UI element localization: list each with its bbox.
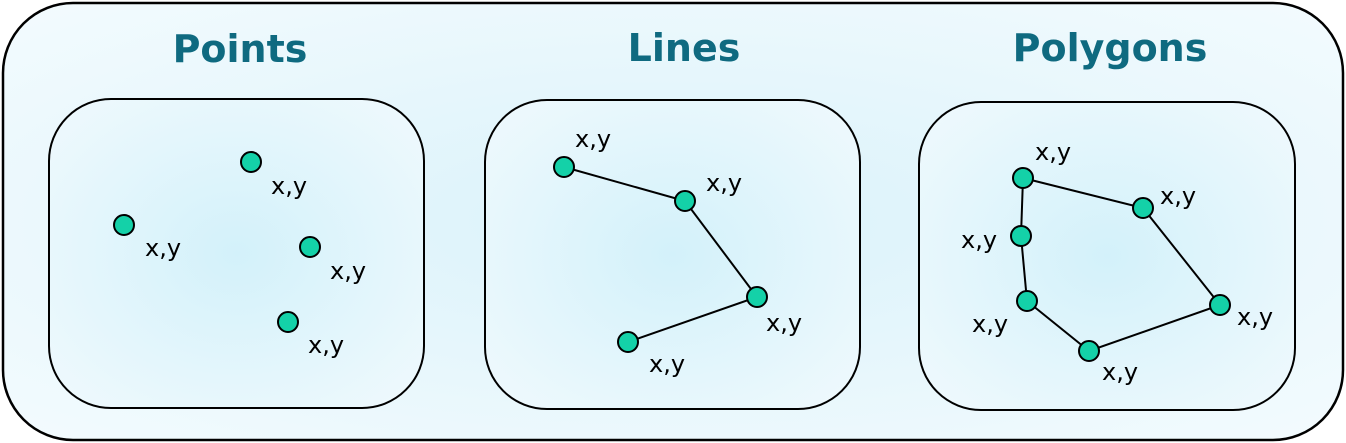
polygon-vertex-label: x,y (1035, 138, 1071, 166)
line-vertex-label: x,y (706, 169, 742, 197)
lines-title: Lines (628, 26, 741, 70)
line-vertex-label: x,y (649, 350, 685, 378)
polygon-vertex-label: x,y (961, 226, 997, 254)
polygon-vertex (1012, 167, 1034, 189)
line-vertex-label: x,y (575, 125, 611, 153)
point-node (113, 214, 135, 236)
point-label: x,y (330, 257, 366, 285)
lines-panel: Lines x,y x,y x,y x,y (484, 26, 861, 410)
point-label: x,y (145, 234, 181, 262)
polygon-vertex-label: x,y (1237, 303, 1273, 331)
polygon-vertex (1078, 340, 1100, 362)
line-vertex (553, 156, 575, 178)
polygon-vertex (1010, 225, 1032, 247)
polygon-vertex-label: x,y (972, 310, 1008, 338)
point-node (277, 311, 299, 333)
polygon-vertex (1209, 294, 1231, 316)
line-vertex (746, 286, 768, 308)
polygon-vertex (1132, 197, 1154, 219)
lines-box (484, 99, 861, 410)
line-vertex (674, 190, 696, 212)
points-panel: Points x,y x,y x,y x,y (48, 27, 425, 409)
polygon-vertex-label: x,y (1160, 182, 1196, 210)
point-label: x,y (308, 331, 344, 359)
polyline-edge (563, 166, 759, 343)
points-title: Points (173, 27, 308, 71)
point-node (299, 236, 321, 258)
line-vertex (617, 331, 639, 353)
polygon-vertex-label: x,y (1102, 358, 1138, 386)
line-vertex-label: x,y (766, 309, 802, 337)
polygon-vertex (1016, 290, 1038, 312)
polygons-title: Polygons (1013, 26, 1208, 70)
point-node (240, 151, 262, 173)
points-box (48, 98, 425, 409)
polygons-panel: Polygons x,y x,y x,y x,y x,y x,y (918, 26, 1296, 411)
point-label: x,y (271, 172, 307, 200)
